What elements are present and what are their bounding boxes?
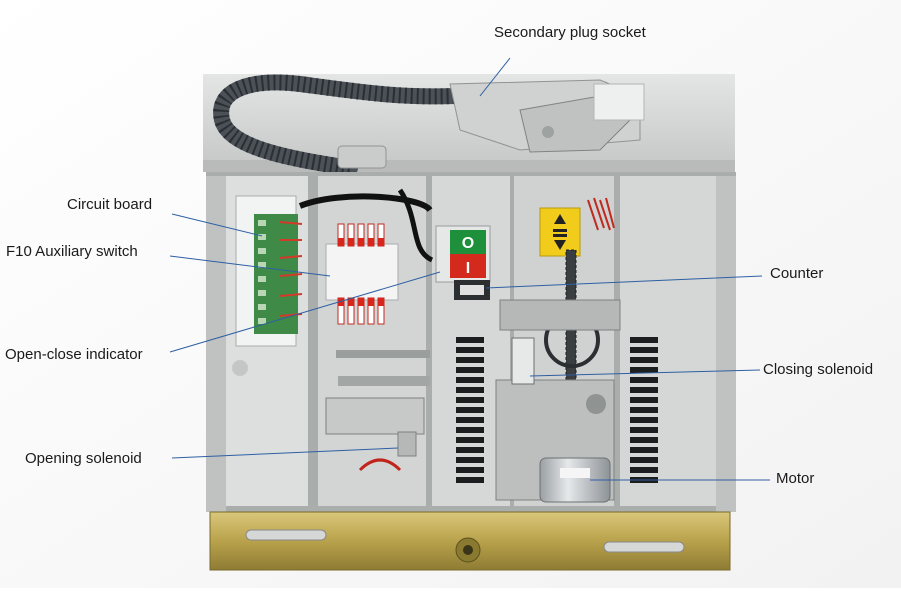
open-symbol: O [462,235,474,252]
auxiliary-switch [298,188,434,325]
terminal-cluster [587,197,615,231]
label-closing-solenoid: Closing solenoid [763,361,874,378]
opening-linkage [232,350,430,472]
label-circuit-board: Circuit board [67,196,153,213]
label-secondary-plug-socket: Secondary plug socket [494,24,646,41]
label-motor: Motor [776,470,815,487]
closing-springs [456,337,658,483]
base-plate [209,511,731,571]
circuit-board [235,195,303,347]
secondary-plug-socket [449,79,645,153]
counter [454,280,490,300]
leader-lines [169,57,770,481]
corrugated-cable [213,74,463,176]
close-symbol: I [466,260,470,277]
label-f10-auxiliary-switch: F10 Auxiliary switch [6,243,138,260]
label-open-close-indicator: Open-close indicator [5,346,143,363]
warning-label [539,207,581,257]
open-close-indicator: O I [435,225,491,283]
label-opening-solenoid: Opening solenoid [25,450,142,467]
label-counter: Counter [770,265,824,282]
